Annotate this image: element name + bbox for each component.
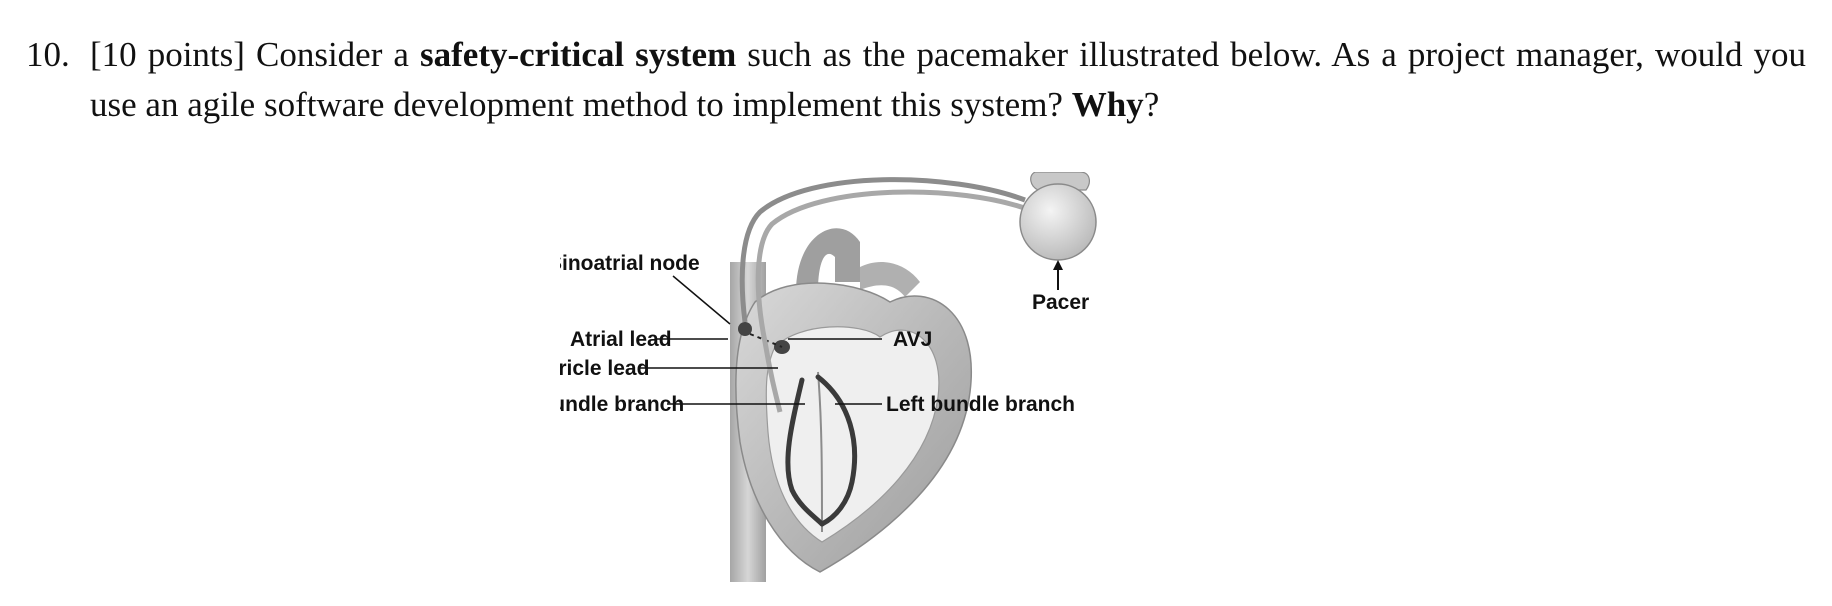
pacemaker-heart-diagram: Sinoatrial node Atrial lead Ventricle le… xyxy=(560,172,1097,582)
pacer-arrow-head xyxy=(1053,260,1063,270)
right-bundle-path xyxy=(785,377,825,527)
aorta-shape xyxy=(796,228,860,292)
question-bold-why: Why xyxy=(1071,85,1144,124)
label-sinoatrial-node: Sinoatrial node xyxy=(560,252,700,275)
label-avj: AVJ xyxy=(893,328,932,351)
conduction-dotted-path xyxy=(749,333,783,348)
question-number: 10. xyxy=(26,35,70,74)
ventricle-lead-wire xyxy=(755,189,1031,413)
label-pacer: Pacer xyxy=(1032,291,1089,314)
label-right-bundle-branch: Right bundle branch xyxy=(560,393,684,416)
sinoatrial-node-dot xyxy=(738,322,752,336)
pulmonary-artery-shape xyxy=(860,262,920,297)
question-text-part2: such as the pacemaker illustrated below.… xyxy=(90,35,1807,124)
question-text-part1: Consider a xyxy=(244,35,421,74)
label-atrial-lead: Atrial lead xyxy=(570,328,672,351)
septum-line xyxy=(817,371,823,533)
left-bundle-path xyxy=(815,374,858,527)
pacer-device xyxy=(1019,183,1097,261)
question-block: 10. [10 points] Consider a safety-critic… xyxy=(26,30,1806,130)
question-text: [10 points] Consider a safety-critical s… xyxy=(90,30,1806,130)
question-end-mark: ? xyxy=(1143,85,1160,124)
sinoatrial-leader-line xyxy=(672,275,731,325)
atrial-lead-wire xyxy=(739,177,1026,323)
question-points: [10 points] xyxy=(90,35,245,74)
label-ventricle-lead: Ventricle lead xyxy=(560,357,649,380)
question-bold-term: safety-critical system xyxy=(420,35,737,74)
pacemaker-figure: Sinoatrial node Atrial lead Ventricle le… xyxy=(560,172,1260,592)
label-left-bundle-branch: Left bundle branch xyxy=(886,393,1075,416)
